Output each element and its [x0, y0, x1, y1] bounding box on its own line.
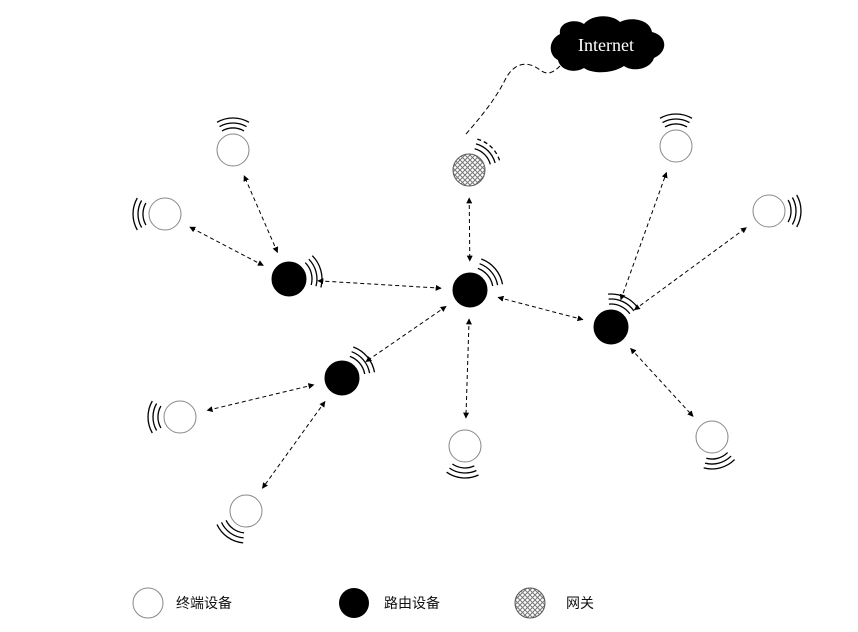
t3-wave-3 — [147, 400, 153, 434]
terminal-node-t1 — [216, 133, 250, 167]
gateway-wave-2 — [475, 143, 496, 164]
signal-waves — [132, 113, 802, 544]
r-right-wave-2 — [608, 298, 635, 312]
legend-router-label: 路由设备 — [384, 595, 440, 612]
r-bottom-wave-2 — [351, 351, 371, 374]
link-r-right-t6 — [619, 171, 668, 301]
link-r-right-t8 — [630, 347, 694, 417]
t5-wave-2 — [449, 467, 477, 474]
router-node-r-left — [271, 261, 307, 297]
router-node-r-right — [593, 309, 629, 345]
r-left-wave-1 — [304, 262, 313, 286]
terminal-node-t7 — [752, 194, 786, 228]
t8-wave-2 — [704, 455, 732, 465]
r-center-wave-2 — [479, 263, 499, 286]
r-left-wave-2 — [308, 258, 318, 287]
t6-wave-3 — [659, 113, 693, 119]
legend-gateway-symbol — [514, 587, 546, 619]
t4-wave-2 — [220, 522, 244, 539]
link-r-center-t5 — [463, 318, 472, 419]
gateway-wave-1 — [474, 148, 491, 165]
link-gateway-r-center — [466, 197, 473, 262]
legend-router-symbol — [339, 588, 369, 618]
legend-gateway: 网关 — [514, 587, 594, 619]
legend-terminal: 终端设备 — [132, 587, 232, 619]
link-r-center-r-right — [497, 295, 584, 322]
terminal-node-t8 — [695, 420, 729, 454]
t2-wave-1 — [142, 202, 147, 226]
internet-uplink — [465, 63, 561, 135]
internet-cloud: Internet — [550, 16, 665, 73]
link-r-left-t1 — [243, 175, 279, 253]
terminal-node-t5 — [448, 429, 482, 463]
t4-wave-3 — [216, 524, 244, 544]
r-left-wave-3 — [311, 255, 323, 288]
router-node-r-center — [452, 272, 488, 308]
terminal-node-t6 — [659, 129, 693, 163]
r-right-wave-1 — [608, 303, 631, 315]
t4-wave-1 — [225, 519, 245, 534]
t5-wave-3 — [446, 471, 479, 479]
t2-wave-3 — [132, 197, 138, 231]
link-r-left-t2 — [189, 226, 264, 266]
r-center-wave-3 — [481, 258, 504, 285]
t1-wave-3 — [216, 117, 250, 123]
gateway-wave-3 — [477, 138, 501, 162]
terminal-node-t2 — [148, 197, 182, 231]
terminal-node-t4 — [229, 494, 263, 528]
internet-label: Internet — [578, 35, 634, 55]
link-r-center-r-left — [317, 278, 442, 291]
t7-wave-1 — [787, 199, 792, 223]
gateway-node-gateway — [452, 153, 486, 187]
legend-terminal-symbol — [132, 587, 164, 619]
t7-wave-3 — [796, 194, 802, 228]
r-center-wave-1 — [477, 267, 494, 287]
legend-gateway-label: 网关 — [566, 596, 594, 612]
nodes — [148, 129, 786, 528]
links — [189, 171, 747, 489]
r-bottom-wave-3 — [353, 346, 376, 373]
t1-wave-1 — [221, 127, 245, 132]
t5-wave-1 — [452, 463, 475, 469]
cloud-shape — [550, 16, 665, 73]
legend-router: 路由设备 — [339, 588, 440, 618]
legend: 终端设备 路由设备 网关 — [132, 587, 594, 619]
link-r-center-r-bottom — [365, 305, 447, 363]
t7-wave-2 — [791, 197, 797, 225]
t1-wave-2 — [219, 122, 247, 128]
legend-terminal-label: 终端设备 — [176, 595, 232, 612]
t2-wave-2 — [137, 200, 143, 228]
router-node-r-bottom — [324, 360, 360, 396]
t3-wave-1 — [157, 405, 162, 429]
r-right-wave-3 — [608, 293, 639, 309]
link-r-right-t7 — [633, 227, 747, 311]
t8-wave-3 — [703, 459, 736, 470]
t8-wave-1 — [706, 452, 729, 460]
link-r-bottom-t4 — [261, 401, 326, 489]
r-bottom-wave-1 — [349, 355, 366, 375]
t3-wave-2 — [152, 403, 158, 431]
terminal-node-t3 — [163, 400, 197, 434]
link-r-bottom-t3 — [206, 383, 315, 413]
t6-wave-1 — [664, 123, 688, 128]
t6-wave-2 — [662, 118, 690, 124]
